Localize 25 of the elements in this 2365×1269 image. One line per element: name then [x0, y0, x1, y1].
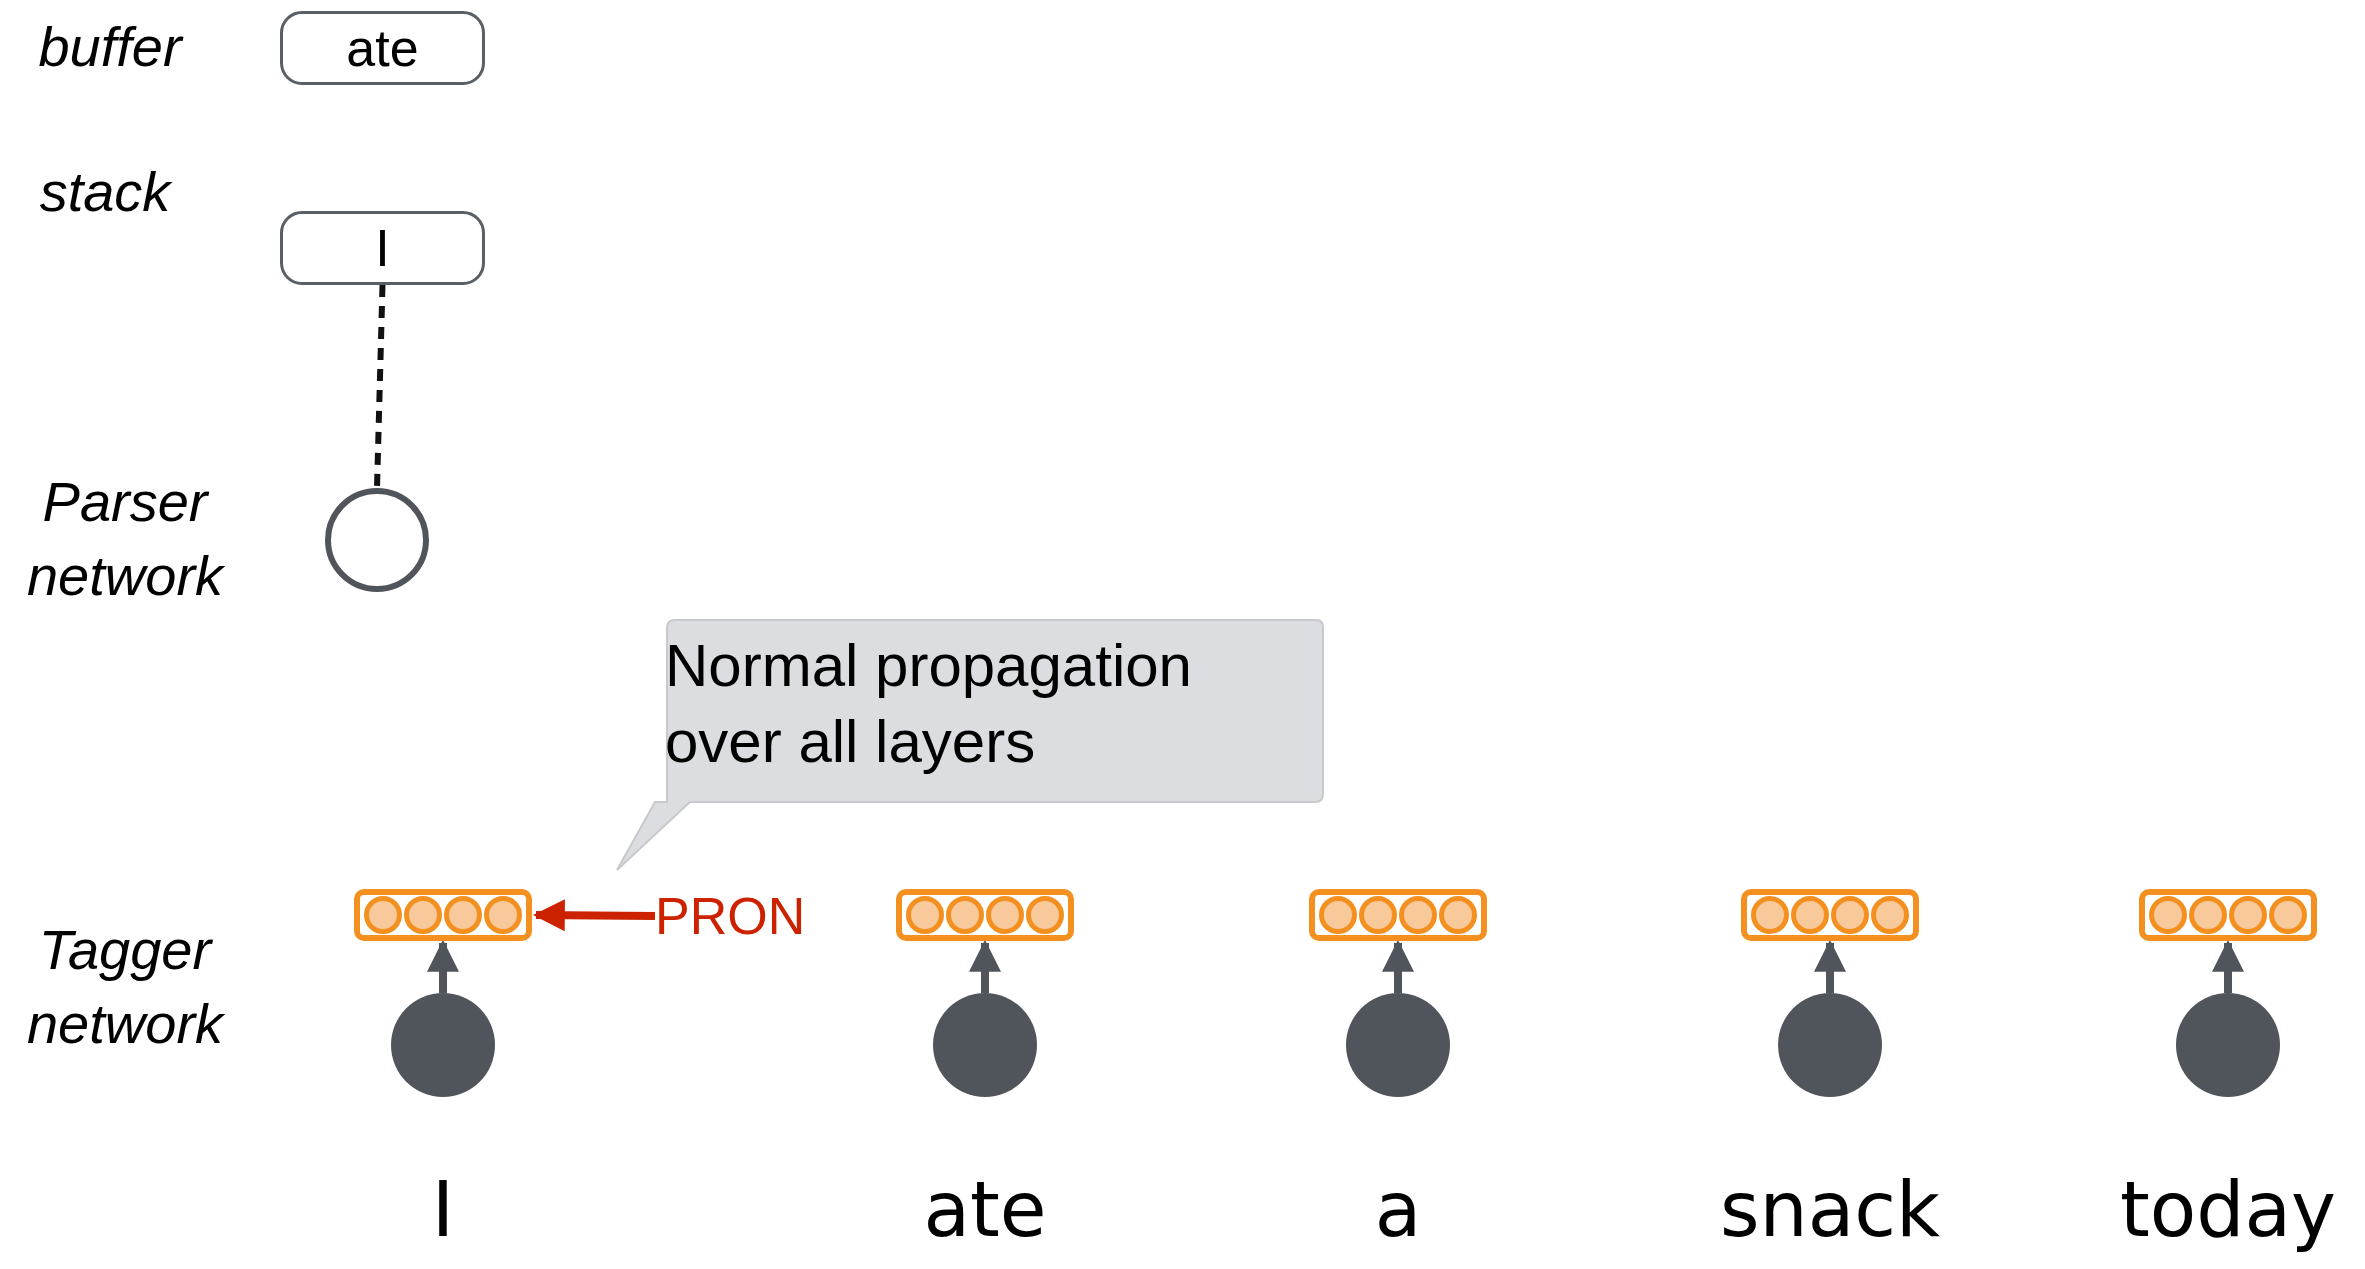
- arrow: [1382, 939, 1414, 993]
- word-slot: ate: [280, 11, 485, 85]
- row-label: buffer: [37, 14, 185, 80]
- arrow: [969, 939, 1001, 993]
- word-label: snack: [1718, 1164, 1942, 1256]
- speech-bubble: Normal propagation over all layers: [615, 618, 1327, 873]
- word-label: I: [430, 1164, 456, 1256]
- row-label: Parser network: [25, 469, 226, 609]
- arrow: [427, 939, 459, 993]
- vector-bar: [354, 889, 532, 941]
- row-label: Tagger network: [25, 917, 226, 1057]
- vector-bar: [896, 889, 1074, 941]
- dotted-line: [374, 284, 386, 489]
- arrow: [1814, 939, 1846, 993]
- word-label: ate: [922, 1164, 1048, 1256]
- vector-bar: [2139, 889, 2317, 941]
- arrow: [532, 899, 656, 932]
- arrow: [2212, 939, 2244, 993]
- word-slot: I: [280, 211, 485, 285]
- tag-label: PRON: [655, 883, 825, 949]
- vector-bar: [1309, 889, 1487, 941]
- row-label: stack: [38, 159, 173, 225]
- word-label: a: [1373, 1164, 1423, 1256]
- vector-bar: [1741, 889, 1919, 941]
- word-label: today: [2118, 1164, 2338, 1256]
